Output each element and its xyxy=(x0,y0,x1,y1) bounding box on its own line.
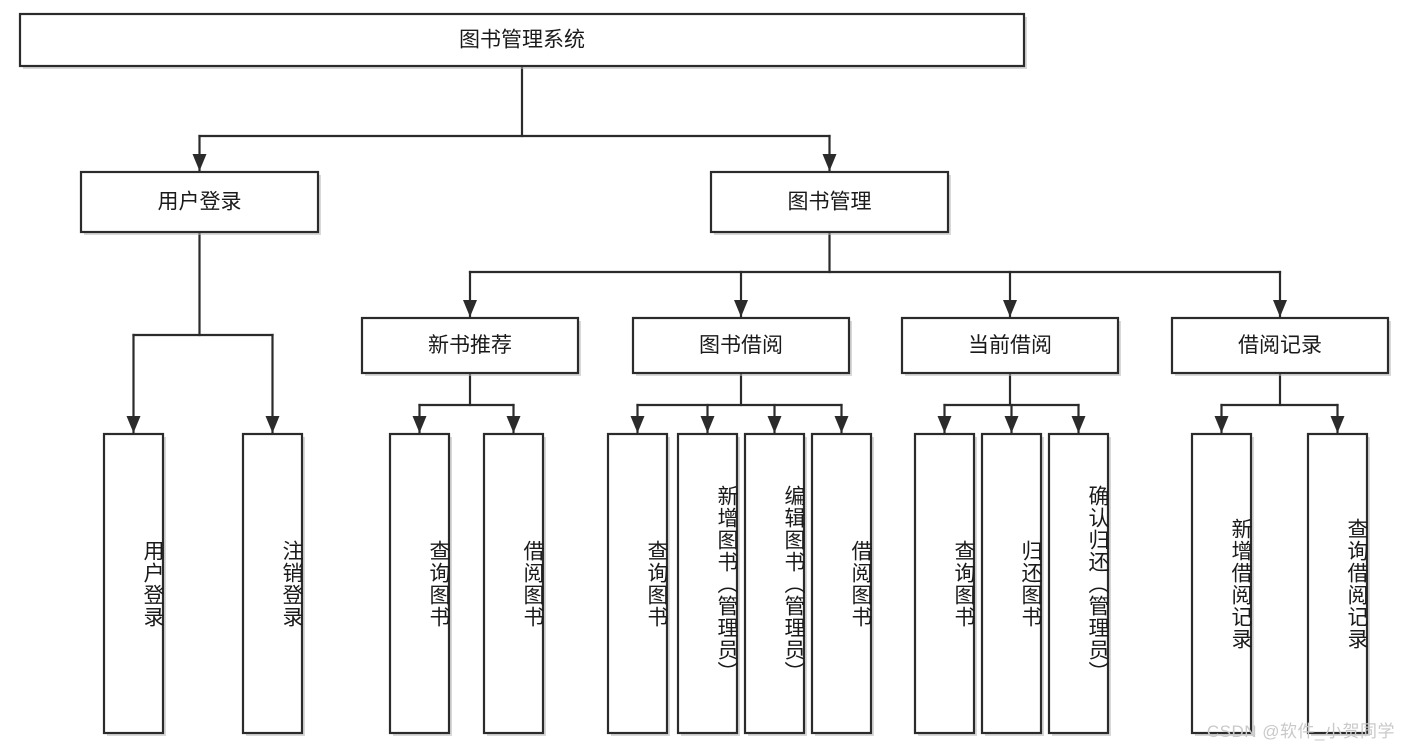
node-box[interactable] xyxy=(606,432,669,735)
node-leaf-borrow-book-1[interactable] xyxy=(482,432,546,736)
node-borrow-record[interactable]: 借阅记录 xyxy=(1170,316,1391,376)
arrow-head-user-login xyxy=(192,154,207,171)
arrow-head-leaf-add-book xyxy=(700,416,715,433)
arrow-head-leaf-borrow-book-1 xyxy=(506,416,521,433)
node-box[interactable] xyxy=(980,432,1043,735)
node-box[interactable] xyxy=(79,170,320,234)
node-user-login[interactable]: 用户登录 xyxy=(79,170,321,235)
node-box[interactable] xyxy=(360,316,580,375)
node-box[interactable] xyxy=(900,316,1120,375)
node-book-borrow[interactable]: 图书借阅 xyxy=(631,316,852,376)
node-layer: 新书推荐 图书借阅 当前借阅 借阅记录 用户登录 图书管理 图书管理系统 xyxy=(18,12,1391,736)
node-label: 新书推荐 xyxy=(428,334,512,357)
arrow-head-current-borrow xyxy=(1003,300,1017,317)
node-box[interactable] xyxy=(743,432,806,735)
arrow-head-leaf-query-record xyxy=(1330,416,1345,433)
arrow-head-leaf-user-logout xyxy=(265,416,280,433)
arrow-head-borrow-record xyxy=(1273,300,1287,317)
connector-layer xyxy=(126,64,1345,435)
arrow-head-new-book-rec xyxy=(463,300,477,317)
node-leaf-borrow-book-2[interactable] xyxy=(810,432,874,736)
node-box[interactable] xyxy=(18,12,1026,68)
arrow-head-leaf-confirm-return xyxy=(1071,416,1086,433)
node-leaf-add-record[interactable] xyxy=(1190,432,1254,736)
node-box[interactable] xyxy=(631,316,851,375)
node-box[interactable] xyxy=(482,432,545,735)
node-box[interactable] xyxy=(388,432,451,735)
node-box[interactable] xyxy=(241,432,304,735)
node-leaf-query-book-3[interactable] xyxy=(913,432,977,736)
node-label: 图书借阅 xyxy=(699,334,783,357)
arrow-head-leaf-user-login xyxy=(126,416,141,433)
node-leaf-add-book[interactable] xyxy=(676,432,740,736)
node-box[interactable] xyxy=(1170,316,1390,375)
node-leaf-edit-book[interactable] xyxy=(743,432,807,736)
node-label: 当前借阅 xyxy=(968,334,1052,357)
node-book-manage[interactable]: 图书管理 xyxy=(709,170,951,235)
node-leaf-query-book-2[interactable] xyxy=(606,432,670,736)
arrow-head-leaf-return-book xyxy=(1004,416,1019,433)
node-box[interactable] xyxy=(1190,432,1253,735)
node-box[interactable] xyxy=(676,432,739,735)
node-box[interactable] xyxy=(102,432,165,735)
node-leaf-query-book-1[interactable] xyxy=(388,432,452,736)
node-leaf-user-login[interactable] xyxy=(102,432,166,736)
node-box[interactable] xyxy=(1047,432,1110,735)
node-leaf-query-record[interactable] xyxy=(1306,432,1370,736)
node-current-borrow[interactable]: 当前借阅 xyxy=(900,316,1121,376)
node-leaf-confirm-return[interactable] xyxy=(1047,432,1111,736)
arrow-head-book-manage xyxy=(822,154,837,171)
node-leaf-return-book[interactable] xyxy=(980,432,1044,736)
node-root[interactable]: 图书管理系统 xyxy=(18,12,1027,69)
arrow-head-leaf-query-book-2 xyxy=(630,416,645,433)
node-box[interactable] xyxy=(709,170,950,234)
node-label: 图书管理 xyxy=(788,191,872,214)
arrow-head-leaf-query-book-1 xyxy=(412,416,427,433)
arrow-head-leaf-edit-book xyxy=(767,416,782,433)
node-label: 用户登录 xyxy=(158,191,242,214)
csdn-watermark: CSDN @软件_小贺同学 xyxy=(1206,722,1395,741)
node-label: 借阅记录 xyxy=(1238,334,1322,357)
arrow-head-book-borrow xyxy=(734,300,748,317)
node-box[interactable] xyxy=(1306,432,1369,735)
arrow-head-leaf-add-record xyxy=(1214,416,1229,433)
node-box[interactable] xyxy=(810,432,873,735)
node-label: 图书管理系统 xyxy=(459,29,585,52)
node-box[interactable] xyxy=(913,432,976,735)
arrow-head-leaf-query-book-3 xyxy=(937,416,952,433)
arrow-head-leaf-borrow-book-2 xyxy=(834,416,849,433)
node-new-book-rec[interactable]: 新书推荐 xyxy=(360,316,581,376)
node-leaf-user-logout[interactable] xyxy=(241,432,305,736)
